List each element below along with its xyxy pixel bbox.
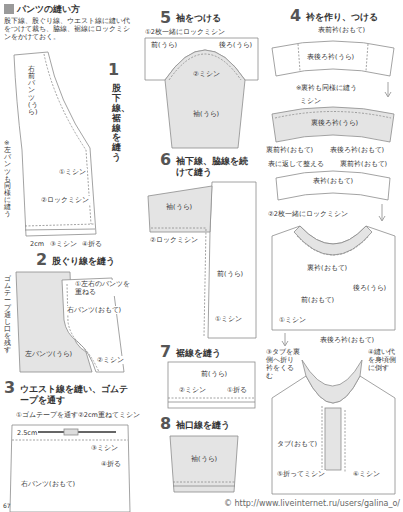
page-title: パンツの縫い方 xyxy=(17,4,80,15)
stitch-note: ②ミシン xyxy=(192,70,221,78)
stitch-note: ⑤折ってミシン xyxy=(276,470,326,478)
part-label: 右パンツ(おもて) xyxy=(20,480,76,488)
dimension: 2.5cm xyxy=(16,429,38,437)
stitch-note: ③ミシン xyxy=(50,240,77,248)
stitch-note: ②ロックミシン xyxy=(40,196,90,204)
part-label: 裏衿(おもて) xyxy=(306,264,348,272)
instruction-note: ※左パンツも同様に縫う xyxy=(4,140,11,219)
stitch-note: ②2枚一緒にロックミシン xyxy=(268,210,348,218)
step-heading: 股ぐり線を縫う xyxy=(52,256,115,267)
stitch-note: ①ミシン xyxy=(214,315,243,323)
step-number: 2 xyxy=(36,252,47,268)
part-label: 前(うら) xyxy=(200,370,228,378)
part-label: 後ろ(うら) xyxy=(352,284,387,292)
step-heading: 袖口線を縫う xyxy=(176,420,230,431)
part-label: タブ(おもて) xyxy=(276,440,318,448)
part-label: 袖(うら) xyxy=(165,203,193,211)
step-heading: ウエスト線を縫い、ゴムテープを通す xyxy=(20,384,132,407)
page-number: 67 xyxy=(3,502,11,510)
part-label: 表後ろ衿(うら) xyxy=(306,53,355,61)
fold-note: ①折る xyxy=(226,386,248,394)
dimension: 2cm xyxy=(30,240,44,248)
part-label: 裏後ろ衿(うら) xyxy=(310,119,359,127)
part-label: 袖(うら) xyxy=(190,455,218,463)
step-heading: 裾線を縫う xyxy=(176,348,221,359)
stitch-note: ③ミシン xyxy=(90,444,119,452)
stitch-note: ①2枚一緒にロックミシン xyxy=(145,28,225,36)
part-label: 後ろ(うら) xyxy=(218,41,253,49)
stitch-note: ミシン xyxy=(300,97,321,105)
step-heading: 股下線、裾線を縫う xyxy=(112,84,121,163)
instruction-note: 表に返して整える xyxy=(268,160,324,168)
step-number: 6 xyxy=(160,152,171,168)
stitch-note: ②2cm重ねてミシン xyxy=(78,411,140,419)
stitch-note: ②ミシン xyxy=(96,356,125,364)
part-label: 表前衿(おもて) xyxy=(318,26,365,34)
part-label: 表後ろ衿(おもて) xyxy=(330,146,384,154)
stitch-note: ②ロックミシン xyxy=(150,236,198,244)
step-heading: 袖をつける xyxy=(176,13,221,24)
part-label: 袖(うら) xyxy=(192,110,220,118)
part-label: 前(うら) xyxy=(216,270,244,278)
watermark: © http://www.liveinternet.ru/users/galin… xyxy=(224,499,400,509)
fold-note: ④折る xyxy=(82,240,102,248)
instruction-note: ①左右のパンツを重ねる xyxy=(74,280,136,296)
instruction-note: ①ゴムテープを通す xyxy=(16,411,78,419)
part-label: 前(おもて) xyxy=(300,296,335,304)
stitch-note: ②ミシン xyxy=(178,386,207,394)
step-number: 7 xyxy=(160,344,171,360)
instruction-note: ※裏衿も同様に縫う xyxy=(296,84,357,92)
step-number: 5 xyxy=(160,10,171,26)
part-label: 表後ろ衿(おもて) xyxy=(320,336,374,344)
instruction-note: ゴムテープ通し口を残す xyxy=(4,276,11,355)
instruction-note: 股下線、股ぐり線、ウエスト線に縫い代をつけて裁ち、脇線、裾線にロックミシンをかけ… xyxy=(4,17,136,41)
part-label: 左パンツ(うら) xyxy=(24,350,73,358)
step-number: 8 xyxy=(160,416,171,432)
step-number: 1 xyxy=(108,62,119,78)
instruction-note: ④縫い代を身頃側に倒す xyxy=(368,348,398,372)
part-label: 裏前衿(おもて) xyxy=(266,146,313,154)
instruction-note: ③タブを裏側へ折り衿をくるむ xyxy=(266,348,300,381)
part-label: 前(うら) xyxy=(150,41,178,49)
fold-note: ④折る xyxy=(100,460,122,468)
step-number: 4 xyxy=(290,8,301,24)
step-number: 3 xyxy=(4,380,15,396)
step-heading: 袖下線、脇線を続けて縫う xyxy=(176,156,256,179)
stitch-note: ①ミシン xyxy=(278,316,307,324)
part-label: 右前パンツ(うら) xyxy=(28,66,35,116)
part-label: 裏前衿(おもて) xyxy=(340,160,387,168)
stitch-note: ①ミシン xyxy=(58,168,87,176)
part-label: 右パンツ(おもて) xyxy=(66,306,122,314)
stitch-note: ⑥ミシン xyxy=(352,470,381,478)
part-label: 表衿(おもて) xyxy=(312,177,354,185)
step-heading: 衿を作り、つける xyxy=(306,12,378,23)
